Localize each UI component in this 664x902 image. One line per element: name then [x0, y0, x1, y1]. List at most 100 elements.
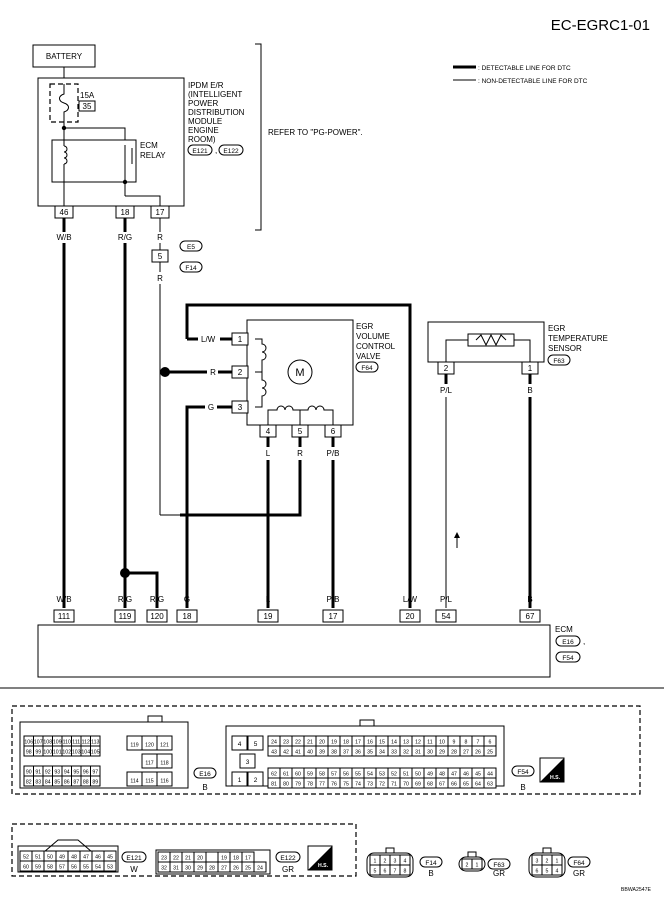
svg-text:E122: E122	[223, 148, 239, 155]
cavity-number: 111	[72, 739, 80, 745]
svg-text:2: 2	[238, 368, 243, 377]
ecm-wire-color: P/B	[327, 595, 340, 604]
cavity-number: 46	[95, 854, 101, 860]
ecm-pin: 20	[406, 612, 415, 621]
cavity-number: 95	[73, 769, 79, 775]
cavity-number: 53	[379, 771, 385, 777]
ecm-pin: 19	[264, 612, 273, 621]
cavity-number: 60	[295, 771, 301, 777]
cavity-number: 49	[427, 771, 433, 777]
cavity-number: 24	[271, 739, 277, 745]
cavity-number: 28	[209, 865, 215, 871]
cavity-number: 31	[173, 865, 179, 871]
svg-text:G: G	[208, 403, 214, 412]
cavity-number: 97	[92, 769, 98, 775]
ecm-pin-box	[257, 609, 279, 623]
ecm-pin-box	[435, 609, 457, 623]
cavity-number: 47	[83, 854, 89, 860]
cavity-number: 33	[391, 749, 397, 755]
cavity-number: 29	[439, 749, 445, 755]
cavity-number: 90	[26, 769, 32, 775]
cavity-number: 96	[83, 769, 89, 775]
cavity-number: 19	[331, 739, 337, 745]
cavity-number: 86	[64, 779, 70, 785]
cavity-number: 3	[246, 759, 250, 766]
cavity-number: 36	[355, 749, 361, 755]
cavity-number: 87	[73, 779, 79, 785]
cavity-number: 91	[35, 769, 41, 775]
ecm-pin: 17	[329, 612, 338, 621]
svg-text:ECM: ECM	[140, 141, 158, 150]
ecm-pin: 111	[58, 612, 71, 621]
cavity-number: 4	[238, 741, 242, 748]
cavity-number: 46	[463, 771, 469, 777]
cavity-number: 45	[107, 854, 113, 860]
cavity-number: 6	[384, 868, 387, 874]
svg-text:CONTROL: CONTROL	[356, 342, 396, 351]
svg-text:MODULE: MODULE	[188, 117, 222, 126]
cavity-number: 41	[295, 749, 301, 755]
cavity-number: 47	[451, 771, 457, 777]
cavity-number: 8	[465, 739, 468, 745]
cavity-number: 115	[145, 778, 153, 784]
svg-text:5: 5	[158, 252, 163, 261]
svg-text:18: 18	[121, 208, 130, 217]
cavity-number: 24	[257, 865, 263, 871]
cavity-number: 81	[271, 781, 277, 787]
svg-text:F64: F64	[361, 365, 373, 372]
ecm-pin-box	[114, 609, 136, 623]
cavity-number: 11	[427, 739, 432, 745]
cavity-number: 120	[145, 742, 154, 748]
svg-text:EGR: EGR	[548, 324, 566, 333]
cavity-number: 17	[245, 855, 251, 861]
cavity-number: 32	[403, 749, 409, 755]
ecm-pin-box	[53, 609, 75, 623]
cavity-number: 2	[254, 777, 258, 784]
cavity-number: 38	[331, 749, 337, 755]
cavity-number: 37	[343, 749, 349, 755]
cavity-number: 71	[391, 781, 397, 787]
cavity-number: 82	[26, 779, 32, 785]
battery-label: BATTERY	[46, 52, 83, 61]
cavity-number: 12	[415, 739, 421, 745]
cavity-number: 52	[391, 771, 397, 777]
ipdm-pins: 46 18 17	[54, 205, 170, 219]
cavity-number: 49	[59, 854, 65, 860]
ecm-pin-box	[399, 609, 421, 623]
cavity-number: 15	[379, 739, 385, 745]
ecm-pin: 54	[442, 612, 451, 621]
cavity-number: 50	[47, 854, 53, 860]
cavity-number: 101	[53, 749, 62, 755]
cavity-number: 50	[415, 771, 421, 777]
cavity-number: 88	[83, 779, 89, 785]
cavity-number: 74	[355, 781, 361, 787]
ecm-wire-color: B	[527, 595, 532, 604]
cavity-number: 22	[295, 739, 301, 745]
ecm-wire-color: P/L	[440, 595, 453, 604]
connector-color: GR	[493, 869, 505, 878]
svg-text:E16: E16	[562, 639, 574, 646]
hs-label: H.S.	[318, 863, 329, 869]
svg-text:IPDM E/R: IPDM E/R	[188, 81, 224, 90]
connector-color: GR	[282, 865, 294, 874]
cavity-number: 57	[331, 771, 337, 777]
egr-temp-name: EGR TEMPERATURE SENSOR	[548, 324, 608, 353]
svg-text:2: 2	[444, 364, 449, 373]
connector-color: GR	[573, 869, 585, 878]
cavity-number: 19	[221, 855, 227, 861]
cavity-number: 113	[91, 739, 99, 745]
svg-text:17: 17	[156, 208, 165, 217]
cavity-number: 108	[43, 739, 52, 745]
ecm-label: ECM	[555, 625, 573, 634]
ecm-wire-color: W/B	[56, 595, 71, 604]
egr-temp-box	[427, 321, 545, 363]
cavity-number: 59	[35, 864, 41, 870]
svg-text:1: 1	[528, 364, 533, 373]
cavity-number: 26	[475, 749, 481, 755]
cavity-number: 76	[331, 781, 337, 787]
cavity-number: 6	[536, 868, 539, 874]
cavity-number: 67	[439, 781, 445, 787]
